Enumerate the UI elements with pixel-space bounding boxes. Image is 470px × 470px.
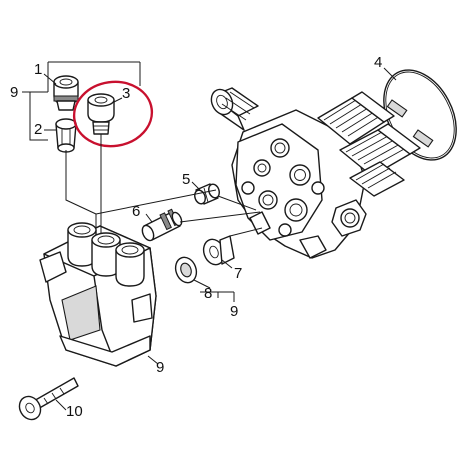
label-2: 2 [34,121,42,138]
label-3: 3 [122,85,130,102]
piston-springs [317,91,434,197]
valve-insert-part-2 [55,118,77,153]
screw-part-10 [18,377,79,421]
valve-block-housing [39,222,157,367]
label-4: 4 [374,54,382,71]
label-9-block: 9 [156,359,164,376]
label-5: 5 [182,171,190,188]
label-9-mid: 9 [230,303,238,320]
seal-ring-part-7 [202,235,235,266]
label-6: 6 [132,203,140,220]
label-8: 8 [204,285,212,302]
valve-cap-part-3 [87,93,115,135]
label-7: 7 [234,265,242,282]
ring-part-8 [174,256,198,284]
leader-lines [22,61,397,411]
label-10: 10 [66,403,83,420]
callout-labels: 9 1 2 3 4 5 6 7 8 9 9 10 [10,54,382,420]
fitting-part-5 [194,183,220,205]
label-9-top: 9 [10,84,18,101]
check-valve-part-6 [141,208,183,242]
valve-cap-part-1 [53,75,79,111]
label-1: 1 [34,61,42,78]
highlight-circle [72,80,154,148]
pump-head [210,87,367,259]
